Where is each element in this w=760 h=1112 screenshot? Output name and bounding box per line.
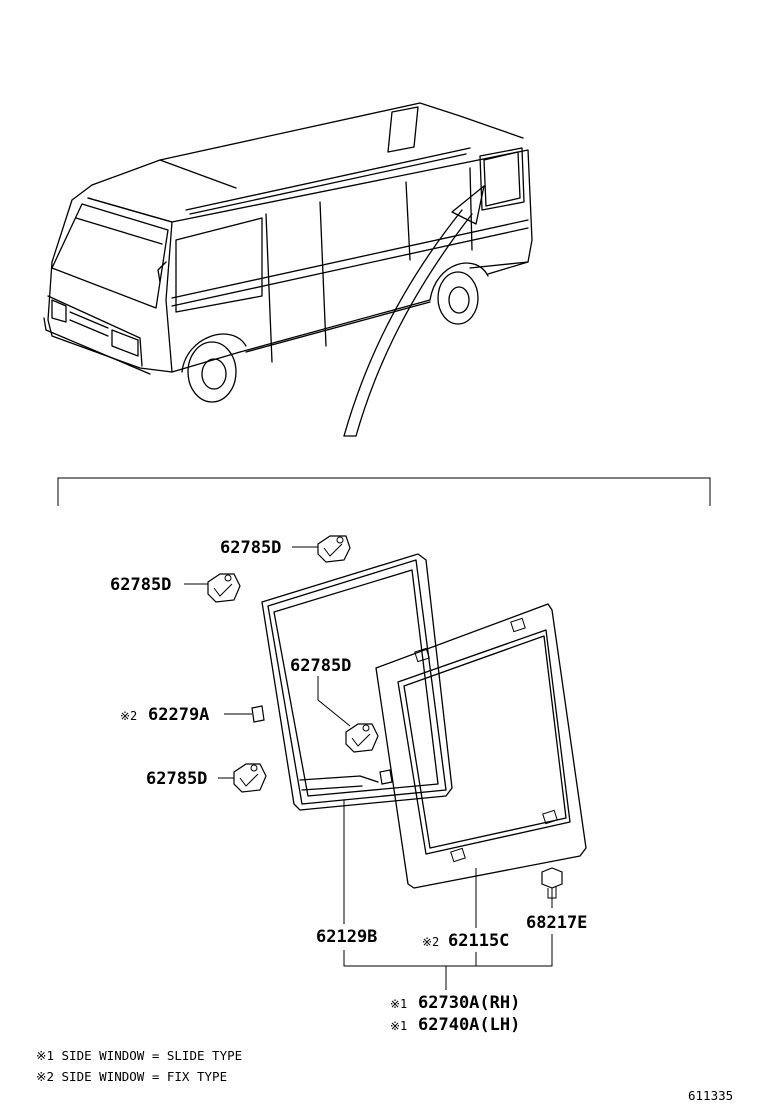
spacer-62279a-icon (251, 705, 265, 723)
clip-62785d-top-icon (317, 535, 351, 563)
note-mark-1-lh: ※1 (390, 1019, 407, 1033)
leader-p3 (317, 676, 351, 727)
van-illustration (43, 102, 533, 437)
part-label-62115c: 62115C (448, 931, 509, 951)
assembly-bracket (343, 934, 553, 990)
clip-62785d-mid-icon (345, 723, 379, 753)
part-label-62785d-left: 62785D (110, 575, 171, 595)
part-label-62785d-top: 62785D (220, 538, 281, 558)
part-label-62129b: 62129B (316, 927, 377, 947)
fastener-68217e-icon (541, 867, 563, 899)
part-label-62740a-lh: 62740A(LH) (418, 1015, 520, 1035)
note-mark-2-62115c: ※2 (422, 935, 439, 949)
part-label-62279a: 62279A (148, 705, 209, 725)
clip-62785d-left-icon (207, 573, 241, 603)
detail-frame (57, 477, 711, 506)
part-label-62730a-rh: 62730A(RH) (418, 993, 520, 1013)
footnote-1: ※1 SIDE WINDOW = SLIDE TYPE (36, 1048, 242, 1063)
clip-62785d-lower-icon (233, 763, 267, 793)
part-label-62785d-lower: 62785D (146, 769, 207, 789)
note-mark-1-rh: ※1 (390, 997, 407, 1011)
note-mark-2-62279a: ※2 (120, 709, 137, 723)
part-label-62785d-mid: 62785D (290, 656, 351, 676)
figure-id: 611335 (688, 1088, 733, 1103)
footnote-2: ※2 SIDE WINDOW = FIX TYPE (36, 1069, 227, 1084)
spacer-small-icon (379, 769, 393, 785)
glass-panel (375, 603, 587, 889)
weatherstrip-frame (261, 553, 453, 811)
part-label-68217e: 68217E (526, 913, 587, 933)
